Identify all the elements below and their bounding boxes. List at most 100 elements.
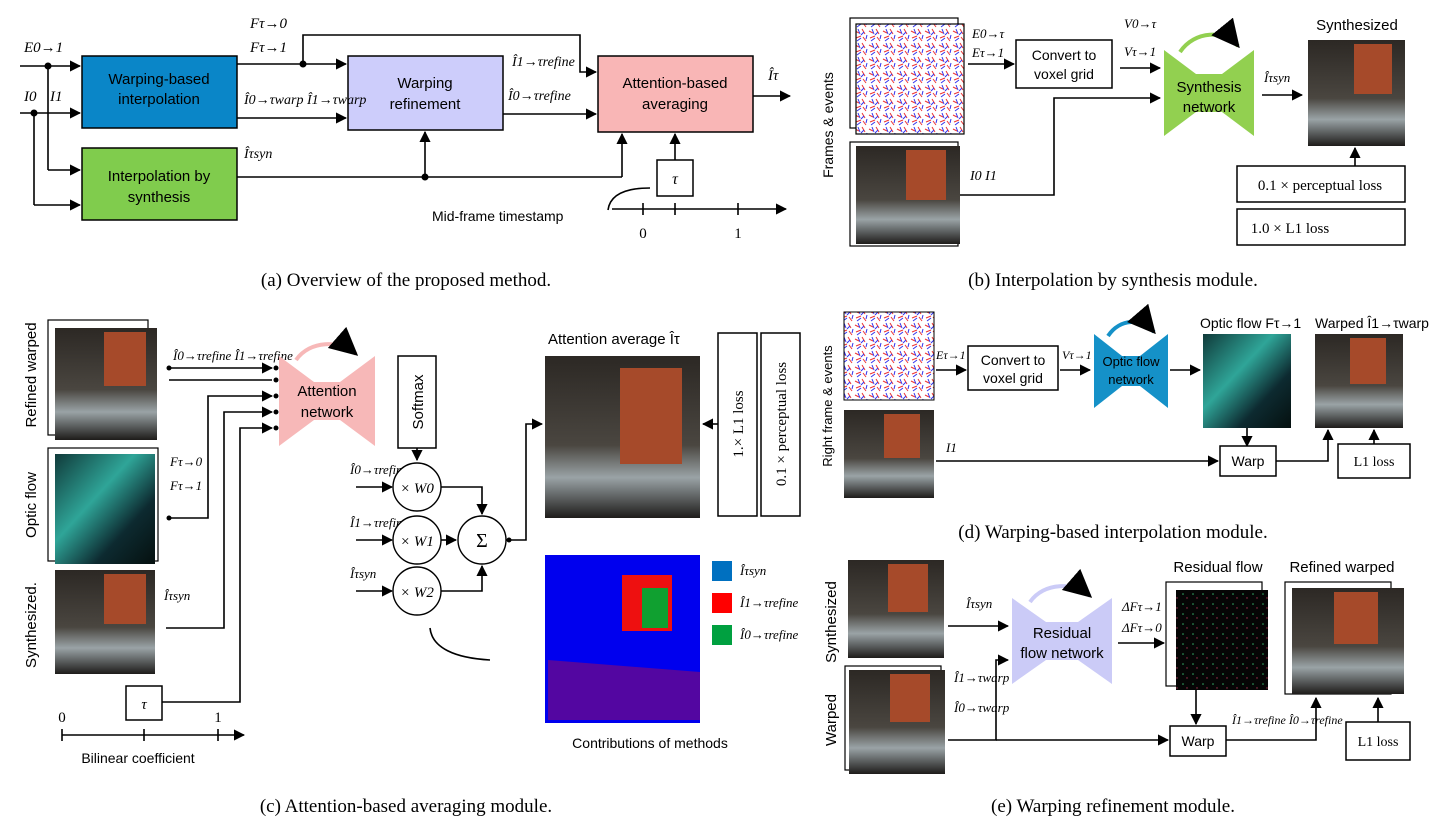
- frames-events-label: Frames & events: [820, 72, 836, 178]
- warp-box-e: [1169, 725, 1227, 757]
- optic-flow-image-d: [1203, 334, 1291, 428]
- tau-label-c: τ: [141, 697, 147, 713]
- synth-box-line1: Interpolation by: [108, 168, 211, 185]
- legend-label-refine-1: Î1→τrefine: [739, 595, 799, 610]
- timeline-label-0: 0: [639, 226, 647, 242]
- warp-to-output-line-d: [1276, 428, 1334, 462]
- flow-to-attention-line: [302, 34, 598, 78]
- voxel-label-1: Vτ→1: [1124, 44, 1156, 59]
- caption-c: (c) Attention-based averaging module.: [260, 796, 552, 817]
- synthesized-magazine: [1354, 44, 1392, 94]
- warp-label-d: Warp: [1232, 453, 1265, 469]
- tau-label: τ: [672, 171, 679, 188]
- attention-network-line1: Attention: [297, 383, 356, 400]
- bilinear-axis-label: Bilinear coefficient: [81, 750, 194, 766]
- residual-flow-image: [1176, 590, 1268, 690]
- warp-box-d: [1219, 445, 1277, 477]
- synthesized-magazine-e: [888, 564, 928, 612]
- bilinear-label-1: 1: [214, 710, 222, 726]
- residual-network-line2: flow network: [1020, 645, 1104, 662]
- voxel-label-d: Vτ→1: [1062, 348, 1092, 362]
- caption-a: (a) Overview of the proposed method.: [261, 270, 551, 291]
- tau-box: [656, 159, 694, 197]
- w2-to-sum-line: [441, 564, 488, 592]
- voxel-grid-box-d: [967, 345, 1059, 391]
- refine-box-line2: refinement: [390, 96, 462, 113]
- perceptual-loss-box-c: [760, 332, 801, 517]
- mid-frame-label: Mid-frame timestamp: [432, 208, 564, 224]
- legend-label-syn: Îτsyn: [739, 563, 766, 578]
- warping-refinement-box: [347, 55, 504, 131]
- input-i0-label: I0: [23, 89, 37, 105]
- refined-magazine: [104, 332, 146, 386]
- synthesized-title: Synthesized: [1316, 17, 1398, 34]
- warp-output-label: Î0→τwarp Î1→τwarp: [243, 91, 366, 108]
- event-label-1: Eτ→1: [971, 45, 1004, 60]
- frames-to-network-line: [960, 92, 1162, 196]
- caption-d: (d) Warping-based interpolation module.: [958, 522, 1267, 543]
- attn-input-dot-4: [273, 409, 279, 415]
- tau-box-c: [125, 685, 163, 721]
- w1-label: × W1: [400, 534, 434, 550]
- perceptual-loss-label-c: 0.1 × perceptual loss: [774, 362, 790, 486]
- warp-label-e: Warp: [1182, 733, 1215, 749]
- residual-network-shape: [1012, 598, 1112, 684]
- synth-box-line2: synthesis: [128, 189, 191, 206]
- attention-network-line2: network: [301, 404, 354, 421]
- refine-box-line1: Warping: [397, 75, 452, 92]
- refined-magazine-e: [1334, 592, 1378, 644]
- attention-network-shape: [279, 356, 375, 446]
- synthesis-network-line2: network: [1183, 99, 1236, 116]
- sum-label: Σ: [476, 530, 488, 552]
- l1-loss-label-d: L1 loss: [1354, 455, 1395, 470]
- flow-label-0: Fτ→0: [249, 16, 288, 32]
- right-events-image: [843, 311, 935, 401]
- flow-label-c-1: Fτ→1: [169, 478, 202, 493]
- attn-box-line2: averaging: [642, 96, 708, 113]
- frame-label-d: I1: [945, 440, 957, 455]
- legend-swatch-syn: [712, 561, 732, 581]
- l1-loss-label-c: 1.× L1 loss: [731, 390, 747, 457]
- voxel-box-line2: voxel grid: [1034, 66, 1094, 82]
- sum-to-output-line: [506, 418, 544, 541]
- optic-flow-image: [55, 454, 155, 564]
- input-i1-label: I1: [49, 89, 63, 105]
- attn-box-line1: Attention-based: [622, 75, 727, 92]
- residual-skip-arrow: [1028, 568, 1093, 604]
- refined-outputs-label: Î1→τrefine Î0→τrefine: [1231, 713, 1343, 727]
- interpolation-by-synthesis-box: [81, 147, 238, 221]
- refined-warped-label: Refined warped: [23, 322, 40, 427]
- w2-label: × W2: [400, 585, 434, 601]
- softmax-label: Softmax: [410, 374, 427, 430]
- attention-average-magazine: [620, 368, 682, 464]
- warped-magazine-e: [890, 674, 930, 722]
- synthesis-network-shape: [1164, 50, 1254, 136]
- flow-label-c-0: Fτ→0: [169, 454, 203, 469]
- weights-annotation-curve: [429, 627, 491, 661]
- contributions-title: Contributions of methods: [572, 735, 728, 751]
- caption-b: (b) Interpolation by synthesis module.: [968, 270, 1258, 291]
- optic-flow-label: Optic flow: [23, 472, 40, 538]
- input-events-label: E0→1: [23, 40, 63, 56]
- refined-inputs-label: Î0→τrefine Î1→τrefine: [172, 348, 293, 363]
- tau-input-line: [162, 422, 274, 703]
- flow-input-line: [169, 390, 274, 519]
- optic-flow-network-line1: Optic flow: [1102, 354, 1160, 369]
- residual-label-1: ΔFτ→1: [1121, 599, 1162, 614]
- legend-label-refine-0: Î0→τrefine: [739, 627, 799, 642]
- optic-flow-network-shape: [1094, 334, 1168, 408]
- refined-warped-title: Refined warped: [1289, 559, 1394, 576]
- w0-input-label: Î0→τrefine: [349, 462, 409, 477]
- panel-c: Refined warped Optic flow Synthesized. Î…: [23, 319, 801, 817]
- synthesis-output-label: Îτsyn: [1263, 70, 1290, 85]
- optic-flow-skip-arrow: [1106, 303, 1156, 338]
- attention-average-title: Attention average Îτ: [548, 331, 680, 348]
- legend-swatch-refine-1: [712, 593, 732, 613]
- l1-loss-box: [1236, 208, 1406, 246]
- attn-input-dot-5: [273, 425, 279, 431]
- w2-input-label: Îτsyn: [349, 566, 376, 581]
- final-output-label: Îτ: [767, 67, 779, 84]
- refine-output-1: Î1→τrefine: [511, 53, 575, 70]
- residual-network-line1: Residual: [1033, 625, 1091, 642]
